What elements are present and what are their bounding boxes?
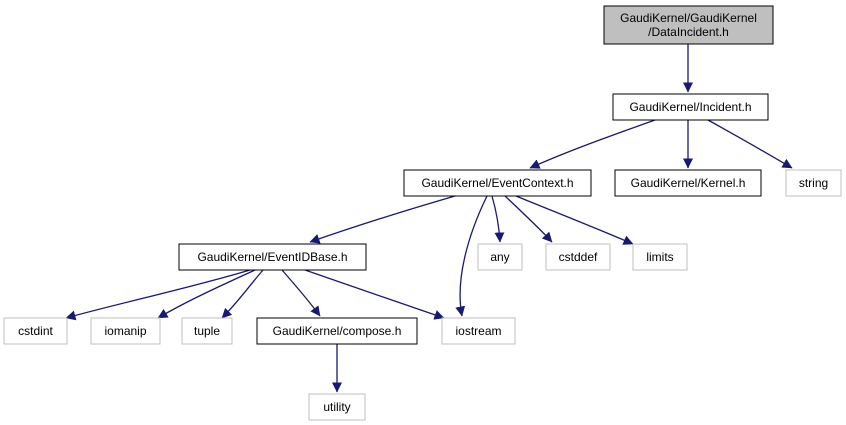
node-box [632, 243, 688, 271]
node-box [603, 5, 774, 45]
node-incident[interactable]: GaudiKernel/Incident.h [612, 93, 769, 121]
node-cstddef: cstddef [545, 243, 611, 271]
node-string: string [785, 169, 842, 197]
node-label: any [490, 250, 509, 264]
edge-eventidbase-iostream [304, 269, 445, 320]
node-box [545, 243, 611, 271]
node-label: cstddef [559, 250, 598, 264]
edge-eventidbase-iomanip [157, 269, 256, 319]
node-label: iomanip [104, 324, 146, 338]
edge-eventcontext-eventidbase [309, 195, 456, 244]
node-label: cstdint [18, 324, 53, 338]
edge-incident-string [707, 119, 793, 169]
node-label: GaudiKernel/EventContext.h [421, 176, 573, 190]
node-iomanip: iomanip [90, 317, 161, 345]
node-box [178, 243, 367, 271]
edge-eventidbase-cstdint [65, 269, 251, 321]
node-label: GaudiKernel/compose.h [273, 324, 402, 338]
edge-eventcontext-any [491, 195, 505, 243]
edge-eventcontext-iostream [455, 195, 488, 317]
node-label: /DataIncident.h [648, 25, 729, 39]
node-box [612, 93, 769, 121]
node-any: any [477, 243, 523, 271]
node-box [181, 317, 233, 345]
node-compose[interactable]: GaudiKernel/compose.h [256, 317, 418, 345]
node-label: utility [323, 400, 350, 414]
node-iostream: iostream [441, 317, 516, 345]
node-label: GaudiKernel/EventIDBase.h [197, 250, 347, 264]
node-root[interactable]: GaudiKernel/GaudiKernel/DataIncident.h [603, 5, 774, 45]
node-box [614, 169, 762, 197]
node-eventidbase[interactable]: GaudiKernel/EventIDBase.h [178, 243, 367, 271]
edge-eventidbase-tuple [221, 269, 264, 319]
node-label: GaudiKernel/GaudiKernel [620, 11, 757, 25]
edge-eventcontext-limits [515, 195, 634, 245]
node-tuple: tuple [181, 317, 233, 345]
node-label: tuple [194, 324, 220, 338]
node-utility: utility [308, 393, 366, 421]
nodes-layer: GaudiKernel/GaudiKernel/DataIncident.hGa… [3, 5, 842, 421]
node-box [403, 169, 592, 197]
node-label: limits [646, 250, 673, 264]
edge-incident-eventcontext [529, 119, 656, 169]
edge-eventcontext-cstddef [504, 195, 553, 243]
node-limits: limits [632, 243, 688, 271]
node-label: GaudiKernel/Incident.h [629, 100, 751, 114]
node-box [256, 317, 418, 345]
node-box [785, 169, 842, 197]
node-label: iostream [455, 324, 501, 338]
node-box [477, 243, 523, 271]
node-cstdint: cstdint [3, 317, 68, 345]
node-kernel[interactable]: GaudiKernel/Kernel.h [614, 169, 762, 197]
node-box [308, 393, 366, 421]
node-label: GaudiKernel/Kernel.h [631, 176, 746, 190]
edge-eventidbase-compose [281, 269, 321, 317]
node-box [441, 317, 516, 345]
node-eventcontext[interactable]: GaudiKernel/EventContext.h [403, 169, 592, 197]
edges-layer [65, 43, 793, 393]
node-label: string [799, 176, 828, 190]
node-box [90, 317, 161, 345]
node-box [3, 317, 68, 345]
